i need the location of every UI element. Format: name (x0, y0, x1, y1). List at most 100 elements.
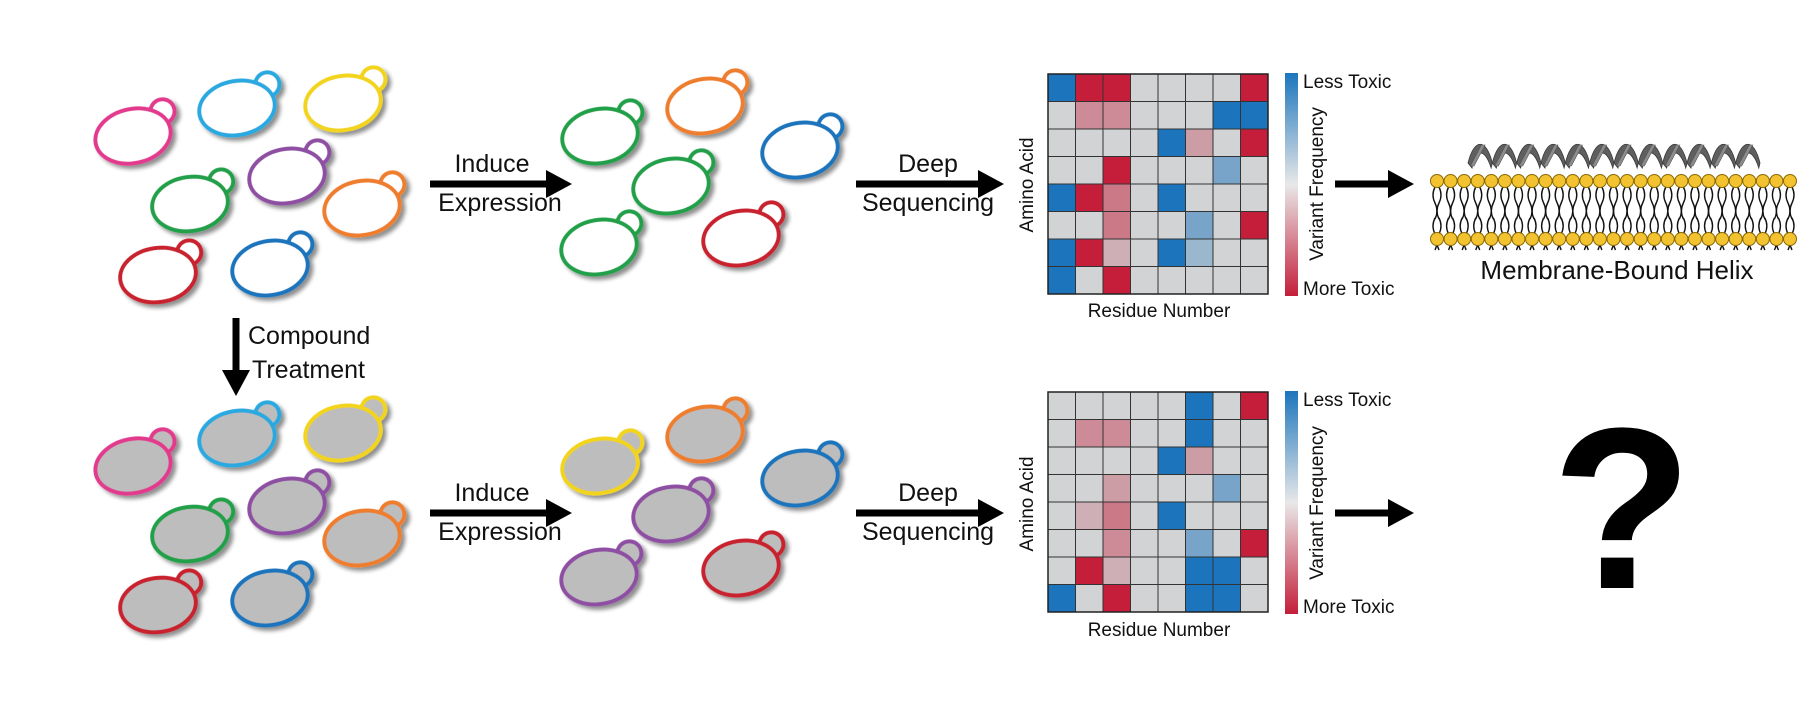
heatmap-cell (1075, 183, 1104, 212)
heatmap-cell (1102, 73, 1131, 102)
heatmap-cell (1075, 419, 1104, 448)
heatmap-cell (1212, 238, 1241, 267)
heatmap-cell (1075, 391, 1104, 420)
heatmap-cell (1185, 73, 1214, 102)
lipid-head (1443, 232, 1458, 246)
yeast-cell-treated (560, 428, 645, 496)
heatmap-cell (1240, 419, 1269, 448)
heatmap-cell (1157, 556, 1186, 585)
lipid-head (1525, 174, 1540, 188)
lipid-head (1728, 232, 1743, 246)
heatmap-cell (1102, 211, 1131, 240)
lipid-head (1769, 174, 1784, 188)
heatmap-cell (1240, 584, 1269, 613)
heatmap-cell (1047, 474, 1076, 503)
heatmap-cell (1130, 419, 1159, 448)
heatmap-cell (1102, 584, 1131, 613)
heatmap-treated (1047, 391, 1269, 613)
top-heatmap-xlabel: Residue Number (1088, 301, 1231, 322)
heatmap-cell (1102, 391, 1131, 420)
lipid-head (1633, 174, 1648, 188)
heatmap-cell (1102, 183, 1131, 212)
heatmap-cell (1185, 556, 1214, 585)
heatmap-cell (1047, 183, 1076, 212)
heatmap-cell (1240, 474, 1269, 503)
lipid-head (1620, 232, 1635, 246)
heatmap-cell (1130, 211, 1159, 240)
lipid-head (1742, 232, 1757, 246)
lipid-head (1701, 174, 1716, 188)
bottom-legend-title: Variant Frequency (1307, 426, 1328, 580)
heatmap-cell (1102, 156, 1131, 185)
heatmap-cell (1240, 556, 1269, 585)
lipid-head (1592, 232, 1607, 246)
heatmap-cell (1130, 501, 1159, 530)
yeast-cell (631, 148, 716, 216)
heatmap-cell (1075, 446, 1104, 475)
heatmap-cell (1047, 211, 1076, 240)
lipid-head (1565, 232, 1580, 246)
heatmap-cell (1212, 501, 1241, 530)
heatmap-cell (1130, 556, 1159, 585)
yeast-cell (247, 138, 332, 206)
lipid-head (1728, 174, 1743, 188)
yeast-cell-treated (118, 568, 204, 635)
heatmap-cell (1240, 266, 1269, 295)
heatmap-cell (1185, 128, 1214, 157)
yeast-cell-treated (631, 476, 716, 544)
heatmap-cell (1240, 183, 1269, 212)
heatmap-cell (1047, 446, 1076, 475)
heatmap-cell (1212, 446, 1241, 475)
arrow-result-top (1335, 170, 1414, 198)
heatmap-cell (1212, 419, 1241, 448)
lipid-head (1769, 232, 1784, 246)
lipid-head (1511, 232, 1526, 246)
heatmap-cell (1157, 529, 1186, 558)
heatmap-untreated (1047, 73, 1269, 295)
yeast-cell-treated (303, 395, 388, 463)
arrow-result-bottom (1335, 499, 1414, 527)
heatmap-cell (1185, 529, 1214, 558)
bottom-heatmap-ylabel: Amino Acid (1017, 456, 1038, 551)
yeast-cell-treated (197, 400, 282, 468)
yeast-cell-treated (701, 530, 786, 598)
lipid-head (1457, 174, 1472, 188)
heatmap-cell (1102, 446, 1131, 475)
heatmap-cell (1075, 501, 1104, 530)
heatmap-cell (1075, 529, 1104, 558)
compound-treatment-label-line2: Treatment (252, 356, 365, 384)
heatmap-cell (1240, 529, 1269, 558)
heatmap-cell (1075, 156, 1104, 185)
heatmap-cell (1102, 501, 1131, 530)
lipid-head (1660, 232, 1675, 246)
heatmap-cell (1185, 266, 1214, 295)
heatmap-cell (1157, 101, 1186, 130)
heatmap-cell (1240, 156, 1269, 185)
heatmap-cell (1047, 128, 1076, 157)
lipid-head (1525, 232, 1540, 246)
top-legend-less-toxic: Less Toxic (1303, 72, 1391, 93)
heatmap-cell (1157, 73, 1186, 102)
heatmap-cell (1240, 211, 1269, 240)
yeast-cell-treated (322, 500, 407, 568)
heatmap-cell (1240, 128, 1269, 157)
heatmap-cell (1130, 446, 1159, 475)
lipid-head (1783, 174, 1797, 188)
arrow-compound-treatment (222, 318, 250, 396)
heatmap-cell (1157, 474, 1186, 503)
yeast-cell (230, 230, 315, 298)
heatmap-cell (1185, 238, 1214, 267)
lipid-head (1755, 174, 1770, 188)
arrow-sequencing-top (856, 170, 1004, 198)
lipid-head (1674, 174, 1689, 188)
lipid-head (1687, 174, 1702, 188)
lipid-head (1755, 232, 1770, 246)
yeast-cell (197, 70, 282, 138)
lipid-head (1430, 232, 1444, 246)
heatmap-cell (1102, 238, 1131, 267)
heatmap-cell (1212, 556, 1241, 585)
heatmap-cell (1130, 156, 1159, 185)
heatmap-cell (1047, 266, 1076, 295)
heatmap-cell (1185, 419, 1214, 448)
lipid-head (1565, 174, 1580, 188)
